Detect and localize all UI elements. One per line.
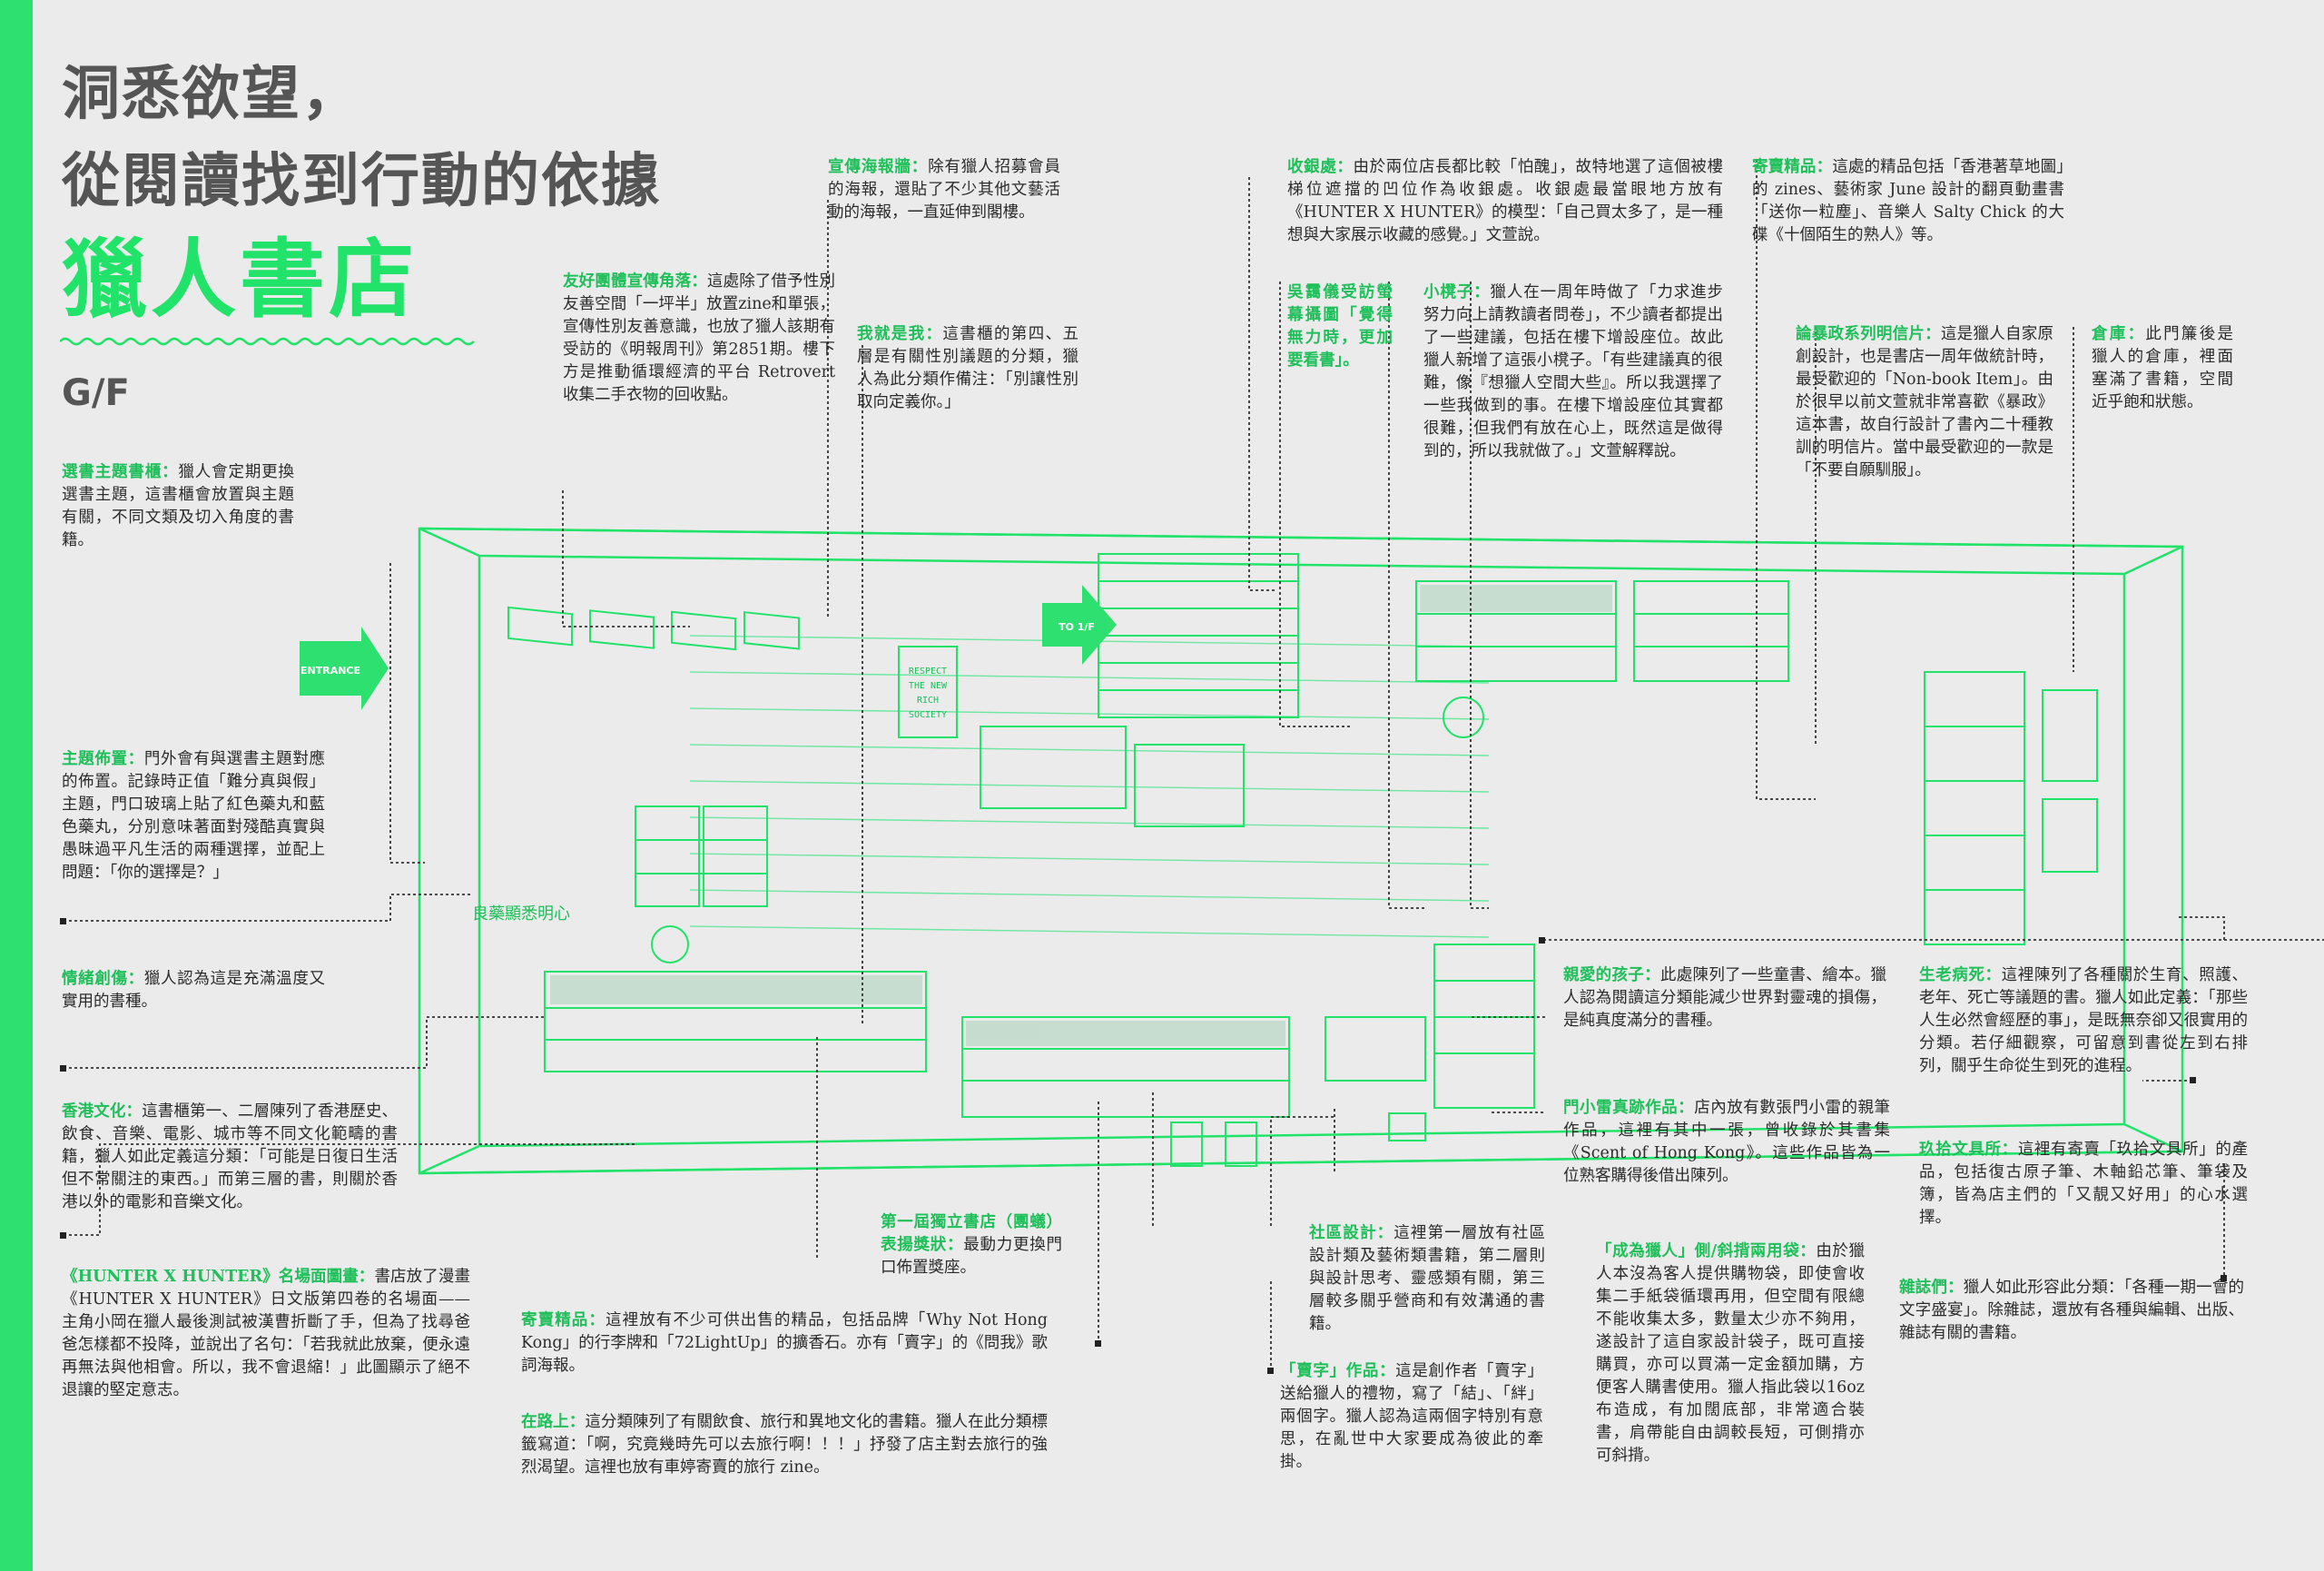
headline-line-2: 從閱讀找到行動的依據 — [62, 148, 661, 215]
note-poster-wall: 宣傳海報牆：除有獵人招募會員的海報，還貼了不少其他文藝活動的海報，一直延伸到閣樓… — [828, 158, 1061, 222]
wavy-divider — [60, 337, 475, 346]
note-hk-culture: 香港文化：這書櫃第一、二層陳列了香港歷史、飲食、音樂、電影、城市等不同文化範疇的… — [62, 1102, 398, 1211]
leader-dot — [1539, 937, 1545, 944]
leader-dot — [2221, 1275, 2227, 1281]
note-hxh-scene: 《HUNTER X HUNTER》名場面圖畫：書店放了漫畫《HUNTER X H… — [62, 1268, 471, 1399]
note-life-death: 生老病死：這裡陳列了各種關於生育、照護、老年、死亡等議題的書。獵人如此定義：「那… — [1919, 966, 2249, 1075]
note-curated-shelf: 選書主題書櫃：獵人會定期更換選書主題，這書櫃會放置與主題有關，不同文類及切入角度… — [62, 463, 295, 549]
leader-dot — [1267, 1368, 1274, 1374]
headline-line-1: 洞悉欲望， — [62, 61, 361, 128]
note-magazines: 雜誌們：獵人如此形容此分類：「各種一期一會的文字盛宴」。除雜誌，還放有各種與編輯… — [1899, 1279, 2245, 1342]
note-theme-decor: 主題佈置：門外會有與選書主題對應的佈置。記錄時正值「難分真與假」主題，門口玻璃上… — [62, 750, 326, 882]
note-i-am-me: 我就是我：這書櫃的第四、五層是有關性別議題的分類，獵人為此分類作備注：「別讓性別… — [857, 325, 1078, 411]
floor-label: G/F — [62, 372, 130, 414]
poster-line-4: SOCIETY — [909, 710, 947, 720]
to-upper-floor-label: TO 1/F — [1059, 621, 1095, 633]
note-artwork: 門小雷真跡作品：店內放有數張門小雷的親筆作品，這裡有其中一張，曾收錄於其書集《S… — [1563, 1099, 1891, 1185]
poster-line-2: THE NEW — [909, 681, 948, 691]
note-community-design: 社區設計：這裡第一層放有社區設計類及藝術類書籍，第二層則與設計思考、靈感類有關，… — [1309, 1224, 1546, 1333]
note-screen-capture: 吳靄儀受訪螢幕攝圖「覺得無力時，更加要看書」。 — [1287, 283, 1393, 370]
note-stationery: 玖拾文具所：這裡有寄賣「玖拾文具所」的產品，包括復古原子筆、木軸鉛芯筆、筆袋及簿… — [1919, 1141, 2249, 1227]
note-on-the-road: 在路上：這分類陳列了有關飲食、旅行和異地文化的書籍。獵人在此分類標籤寫道：「啊，… — [521, 1413, 1048, 1477]
note-consignment-left: 寄賣精品：這裡放有不少可供出售的精品，包括品牌「Why Not Hong Kon… — [521, 1311, 1049, 1375]
note-award: 第一屆獨立書店（團蟻）表揚獎狀：最動力更換門口佈置獎座。 — [881, 1213, 1062, 1277]
leader-dot — [60, 918, 66, 924]
note-calligraphy: 「賣字」作品：這是創作者「賣字」送給獵人的禮物，寫了「結」、「絆」兩個字。獵人認… — [1280, 1362, 1544, 1471]
note-tote-bag: 「成為獵人」側/斜揹兩用袋：由於獵人本沒為客人提供購物袋，即使會收集二手紙袋循環… — [1596, 1242, 1866, 1465]
left-accent-bar — [0, 0, 33, 1571]
note-postcards: 論暴政系列明信片：這是獵人自家原創設計，也是書店一周年做統計時，最受歡迎的「No… — [1796, 325, 2054, 479]
leader-dot — [2190, 1077, 2196, 1083]
note-friendly-groups: 友好團體宣傳角落：這處除了借予性別友善空間「一坪半」放置zine和單張，宣傳性別… — [563, 272, 835, 404]
note-storage: 倉庫：此門簾後是獵人的倉庫，裡面塞滿了書籍，空間近乎飽和狀態。 — [2092, 325, 2234, 411]
leader-dot — [1095, 1340, 1101, 1347]
note-consignment-right: 寄賣精品：這處的精品包括「香港著草地圖」的 zines、藝術家 June 設計的… — [1752, 158, 2065, 244]
poster-line-1: RESPECT — [909, 667, 947, 677]
leader-dot — [60, 1065, 66, 1072]
note-cashier: 收銀處：由於兩位店長都比較「怕醜」，故特地選了這個被樓梯位遮擋的凹位作為收銀處。… — [1287, 158, 1723, 244]
note-small-stool: 小櫈子：獵人在一周年時做了「力求進步努力向上請教讀者問卷」，不少讀者都提出了一些… — [1423, 283, 1724, 460]
note-emotional-trauma: 情緒創傷：獵人認為這是充滿溫度又實用的書種。 — [62, 970, 326, 1011]
leader-dot — [60, 1232, 66, 1239]
wall-lettering: 良藥顯悉明心 — [472, 904, 570, 924]
note-dear-children: 親愛的孩子：此處陳列了一些童書、繪本。獵人認為閱讀這分類能減少世界對靈魂的損傷，… — [1563, 966, 1887, 1030]
store-name-title: 獵人書店 — [62, 231, 419, 330]
poster-line-3: RICH — [917, 696, 939, 706]
entrance-arrow-label: ENTRANCE — [300, 665, 360, 677]
